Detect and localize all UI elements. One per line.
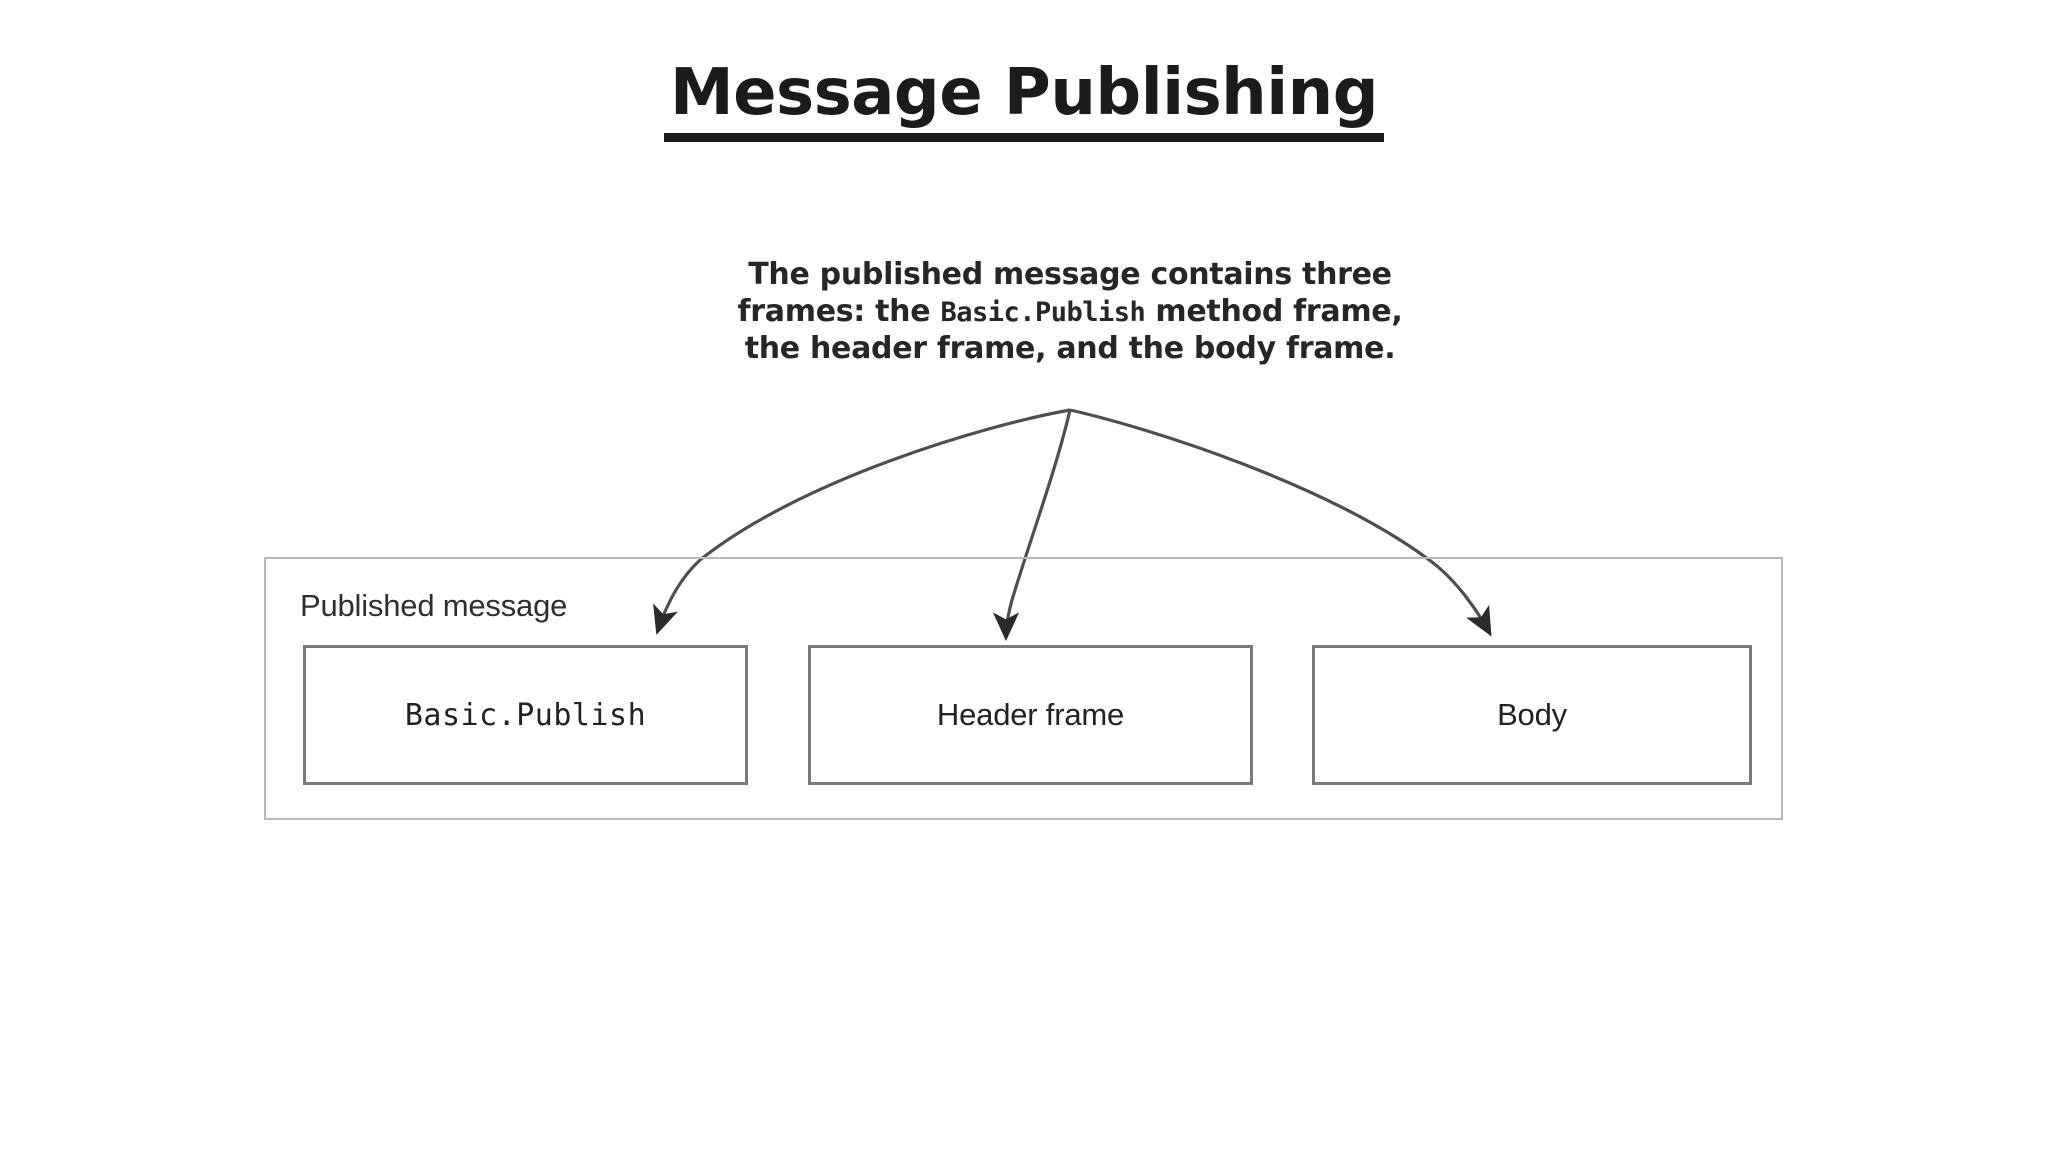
caption-line-2: frames: the Basic.Publish method frame, [660,293,1480,330]
frame-box-body-label: Body [1497,697,1567,732]
caption-annotation: The published message contains three fra… [660,256,1480,368]
frame-box-header[interactable]: Header frame [808,645,1253,785]
caption-inline-code: Basic.Publish [940,297,1146,329]
caption-line-2-suffix: method frame, [1145,294,1403,330]
published-message-label: Published message [300,588,568,623]
frame-box-method-label: Basic.Publish [404,697,647,733]
caption-line-2-prefix: frames: the [737,294,941,330]
caption-line-1: The published message contains three [748,257,1392,292]
frame-box-method[interactable]: Basic.Publish [303,645,748,785]
page-title: Message Publishing [0,59,2048,143]
page-title-text: Message Publishing [663,59,1385,143]
caption-line-3: the header frame, and the body frame. [744,331,1396,367]
frame-box-body[interactable]: Body [1312,645,1752,785]
frame-box-header-label: Header frame [936,697,1125,732]
published-message-container [264,557,1783,820]
